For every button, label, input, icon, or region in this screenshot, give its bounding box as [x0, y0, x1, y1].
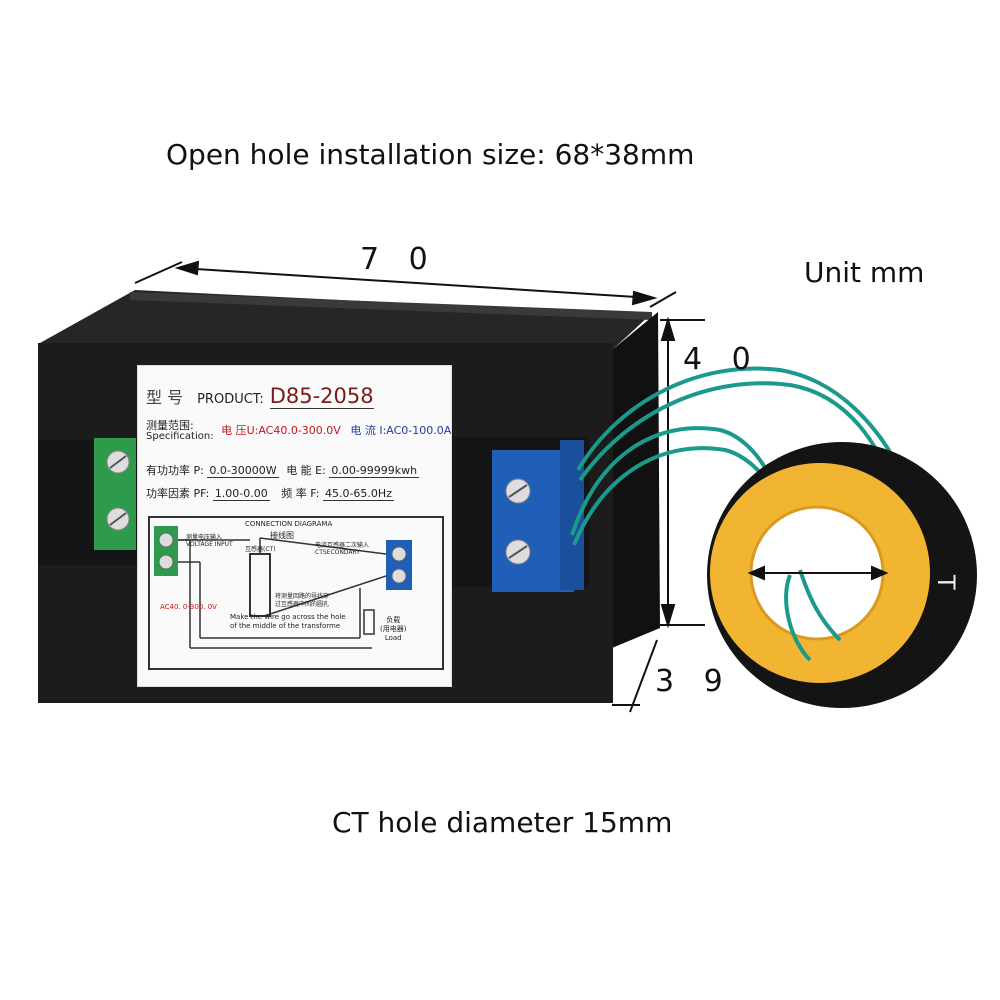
device-front-bezel	[612, 312, 660, 648]
ac-range-label: AC40. 0-300. 0V	[160, 603, 217, 611]
install-size-caption: Open hole installation size: 68*38mm	[166, 138, 695, 171]
power-value: 0.0-30000W	[207, 464, 279, 478]
pf-row: 功率因素 PF: 1.00-0.00 频 率 F: 45.0-65.0Hz	[146, 485, 394, 501]
voltage-input-label: 测量电压输入 VOLTAGE INPUT	[186, 534, 233, 548]
diagram-wiring	[154, 526, 412, 649]
freq-value: 45.0-65.0Hz	[322, 487, 394, 501]
model-number: D85-2058	[269, 384, 374, 409]
power-label: 有功功率 P:	[146, 464, 204, 477]
height-dimension-arrow	[660, 316, 705, 629]
current-range: 电 流 I:AC0-100.0A	[350, 424, 452, 437]
diagram-title-cn: 接线图	[270, 531, 294, 540]
product-label: PRODUCT:	[197, 392, 264, 407]
voltage-range: 电 压U:AC40.0-300.0V	[221, 424, 341, 437]
energy-label: 电 能 E:	[286, 464, 326, 477]
pf-label: 功率因素 PF:	[146, 487, 210, 500]
wire-note-cn: 将测量回路的导线穿 过互感器中间的圆孔	[275, 593, 330, 608]
energy-value: 0.00-99999kwh	[329, 464, 420, 478]
power-row: 有功功率 P: 0.0-30000W 电 能 E: 0.00-99999kwh	[146, 462, 420, 478]
load-label: 负载 (用电器) Load	[380, 616, 407, 642]
current-transformer: T	[707, 442, 977, 708]
spec-cn: 测量范围:	[146, 419, 194, 432]
height-dimension-label: 4 0	[683, 342, 761, 377]
model-row: 型 号 PRODUCT: D85-2058	[146, 384, 374, 409]
device-top-face	[40, 290, 650, 352]
spec-row: 测量范围: Specification: 电 压U:AC40.0-300.0V …	[146, 420, 451, 442]
width-dimension-label: 7 0	[360, 242, 438, 277]
device-top-ridge	[130, 292, 652, 320]
diagram-title: CONNECTION DIAGRAMA	[245, 520, 333, 528]
freq-label: 频 率 F:	[281, 487, 320, 500]
device-spec-label: 型 号 PRODUCT: D85-2058 测量范围: Specification:…	[137, 365, 452, 687]
model-cn: 型 号	[146, 388, 184, 407]
unit-caption: Unit mm	[804, 256, 925, 289]
width-dimension-arrow	[134, 260, 677, 308]
connection-diagram: CONNECTION DIAGRAMA 接线图 测量电压输入 VOLTAGE I…	[148, 516, 444, 670]
ct-mark: T	[932, 574, 960, 590]
depth-dimension-label: 3 9	[655, 664, 733, 699]
ct-label: 互感器(CT)	[245, 546, 276, 553]
ct-secondary-label: 电流互感器二次输入 CTSECONDARY	[315, 542, 370, 556]
depth-dimension-arrow	[612, 639, 658, 713]
wire-note-en: Make the wire go across the hole of the …	[230, 613, 346, 630]
ct-hole-caption: CT hole diameter 15mm	[332, 806, 673, 839]
spec-en: Specification:	[146, 431, 214, 442]
pf-value: 1.00-0.00	[212, 487, 270, 501]
